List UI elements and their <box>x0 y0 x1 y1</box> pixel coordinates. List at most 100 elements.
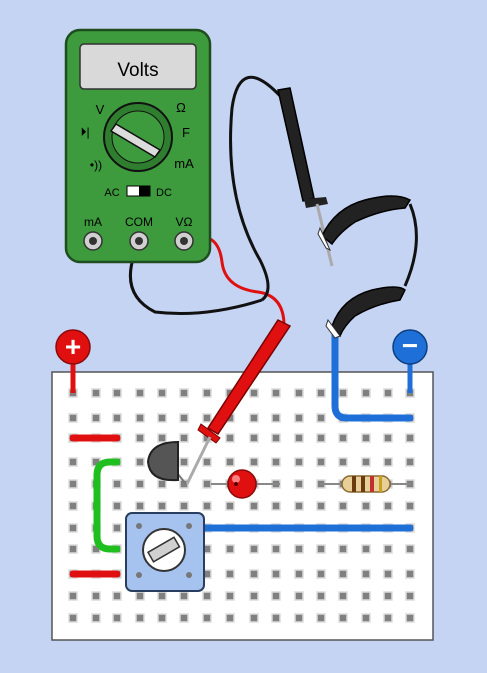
breadboard-hole <box>249 413 259 423</box>
breadboard-hole <box>112 388 122 398</box>
breadboard-hole <box>316 501 326 511</box>
breadboard-hole <box>68 457 78 467</box>
breadboard-hole <box>225 457 235 467</box>
breadboard-hole <box>179 613 189 623</box>
breadboard-hole <box>202 457 212 467</box>
minus-terminal-icon <box>392 329 428 365</box>
plus-terminal-icon <box>55 329 91 365</box>
breadboard-hole <box>68 413 78 423</box>
breadboard-hole <box>202 413 212 423</box>
breadboard-hole <box>112 613 122 623</box>
breadboard-hole <box>383 501 393 511</box>
breadboard-hole <box>383 591 393 601</box>
red-probe-tip <box>185 436 212 485</box>
breadboard-hole <box>294 413 304 423</box>
breadboard-hole <box>68 613 78 623</box>
clip-lower-teeth <box>325 318 341 339</box>
pot-screw <box>136 523 142 529</box>
breadboard-hole <box>405 613 415 623</box>
breadboard-hole <box>383 613 393 623</box>
breadboard-hole <box>249 613 259 623</box>
breadboard-hole <box>202 591 212 601</box>
breadboard <box>51 371 434 641</box>
breadboard-hole <box>271 433 281 443</box>
label-ohms: Ω <box>176 100 186 115</box>
breadboard-hole <box>271 544 281 554</box>
breadboard-hole <box>68 501 78 511</box>
breadboard-hole <box>361 501 371 511</box>
breadboard-hole <box>91 591 101 601</box>
breadboard-hole <box>361 569 371 579</box>
breadboard-hole <box>405 591 415 601</box>
breadboard-hole <box>135 479 145 489</box>
breadboard-hole <box>135 613 145 623</box>
breadboard-hole <box>405 457 415 467</box>
resistor-band-3 <box>370 476 374 492</box>
breadboard-hole <box>179 457 189 467</box>
breadboard-hole <box>112 413 122 423</box>
resistor <box>320 475 411 493</box>
breadboard-hole <box>338 613 348 623</box>
breadboard-hole <box>316 457 326 467</box>
breadboard-hole <box>202 479 212 489</box>
breadboard-hole <box>135 388 145 398</box>
breadboard-hole <box>157 433 167 443</box>
jack-label-vohm: VΩ <box>176 215 193 229</box>
diode-icon: ⏵| <box>80 125 89 139</box>
breadboard-hole <box>249 569 259 579</box>
breadboard-hole <box>338 569 348 579</box>
breadboard-hole <box>294 544 304 554</box>
breadboard-hole <box>68 479 78 489</box>
breadboard-hole <box>405 569 415 579</box>
breadboard-hole <box>294 613 304 623</box>
red-probe <box>185 319 292 485</box>
pot-screw <box>186 572 192 578</box>
alligator-clip-lower <box>325 286 406 339</box>
breadboard-hole <box>338 501 348 511</box>
breadboard-hole <box>202 613 212 623</box>
breadboard-hole <box>135 433 145 443</box>
clip-upper-jaw <box>321 195 412 246</box>
clip-lower-jaw <box>331 286 406 338</box>
breadboard-hole <box>249 544 259 554</box>
breadboard-hole <box>157 388 167 398</box>
breadboard-hole <box>202 388 212 398</box>
breadboard-hole <box>225 591 235 601</box>
jack-label-ma: mA <box>84 215 102 229</box>
jack-ma-hole <box>89 237 97 245</box>
breadboard-hole <box>294 388 304 398</box>
breadboard-hole <box>68 523 78 533</box>
breadboard-hole <box>249 457 259 467</box>
led-lead-dot <box>234 482 238 486</box>
multimeter: Volts V Ω ⏵| F •)) mA AC DC mA COM VΩ <box>64 28 212 264</box>
breadboard-hole <box>68 544 78 554</box>
black-cable-probe <box>229 76 284 302</box>
display-text: Volts <box>117 60 158 81</box>
resistor-band-4 <box>379 476 382 492</box>
jack-com-hole <box>135 237 143 245</box>
breadboard-hole <box>179 413 189 423</box>
breadboard-hole <box>316 569 326 579</box>
led-body <box>227 469 257 499</box>
breadboard-hole <box>361 433 371 443</box>
breadboard-hole <box>294 569 304 579</box>
breadboard-hole <box>338 388 348 398</box>
breadboard-hole <box>249 501 259 511</box>
breadboard-hole <box>294 479 304 489</box>
breadboard-hole <box>316 544 326 554</box>
pot-screw <box>136 572 142 578</box>
red-probe-guard <box>197 423 221 444</box>
breadboard-hole <box>338 433 348 443</box>
clip-lead-cable <box>403 203 418 287</box>
breadboard-hole <box>135 591 145 601</box>
led-highlight <box>232 475 240 483</box>
potentiometer <box>125 512 205 592</box>
black-probe-handle <box>277 87 315 202</box>
breadboard-hole <box>316 388 326 398</box>
breadboard-hole <box>179 591 189 601</box>
breadboard-hole <box>361 388 371 398</box>
breadboard-hole <box>361 457 371 467</box>
breadboard-hole <box>294 433 304 443</box>
continuity-icon: •)) <box>90 158 102 172</box>
